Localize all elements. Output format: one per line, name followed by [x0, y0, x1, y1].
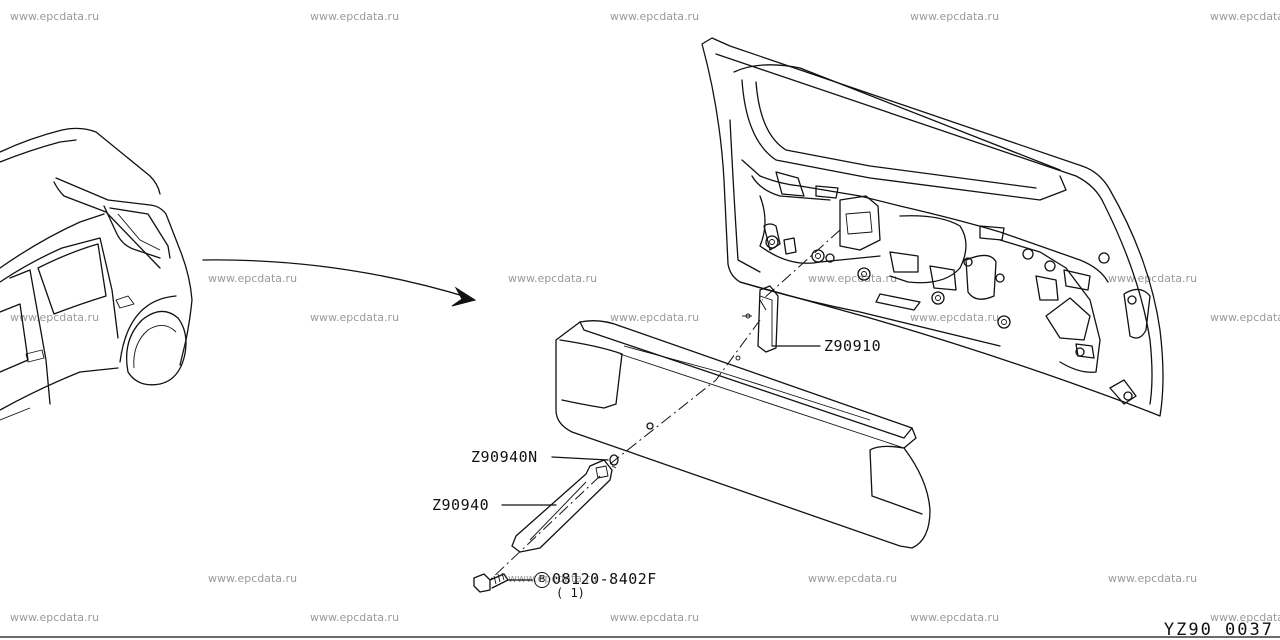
watermark: www.epcdata.ru: [808, 272, 898, 285]
trim-panel-bracket: [735, 285, 779, 361]
callout-z90940: Z90940: [432, 496, 490, 514]
callout-bolt-part-number: 08120-8402F: [552, 570, 657, 588]
watermark: www.epcdata.ru: [1108, 272, 1198, 285]
callout-z90940n: Z90940N: [471, 448, 538, 466]
watermark: www.epcdata.ru: [208, 272, 298, 285]
vehicle-locator-illustration: [0, 127, 193, 421]
finisher-retainer-clip: [609, 454, 619, 469]
alignment-line: [759, 299, 767, 311]
watermark: www.epcdata.ru: [910, 311, 1000, 324]
watermark: www.epcdata.ru: [310, 611, 400, 624]
bolt-fastener: [473, 572, 509, 593]
watermark: www.epcdata.ru: [10, 311, 100, 324]
back-door-finisher: [555, 320, 931, 549]
drawing-id: YZ90 0037: [1163, 620, 1274, 640]
watermark: www.epcdata.ru: [910, 10, 1000, 23]
watermark: www.epcdata.ru: [610, 10, 700, 23]
watermark: www.epcdata.ru: [1210, 311, 1280, 324]
watermark: www.epcdata.ru: [808, 572, 898, 585]
watermark: www.epcdata.ru: [610, 311, 700, 324]
watermark: www.epcdata.ru: [10, 10, 100, 23]
bolt-quantity: ( 1): [556, 586, 585, 600]
back-door-panel: [701, 37, 1164, 417]
watermark: www.epcdata.ru: [1108, 572, 1198, 585]
watermark: www.epcdata.ru: [208, 572, 298, 585]
watermark: www.epcdata.ru: [10, 611, 100, 624]
watermark: www.epcdata.ru: [1210, 611, 1280, 624]
watermark: www.epcdata.ru: [508, 272, 598, 285]
watermark: www.epcdata.ru: [610, 611, 700, 624]
callout-z90910: Z90910: [824, 337, 882, 355]
alignment-line: [761, 229, 841, 301]
locator-arrow: [202, 259, 477, 307]
watermark: www.epcdata.ru: [508, 572, 598, 585]
bolt-symbol-circle: B: [534, 572, 550, 588]
watermark: www.epcdata.ru: [1210, 10, 1280, 23]
watermark: www.epcdata.ru: [310, 10, 400, 23]
watermark: www.epcdata.ru: [910, 611, 1000, 624]
alignment-line: [609, 319, 761, 465]
watermark: www.epcdata.ru: [310, 311, 400, 324]
pull-handle-strap: [511, 459, 613, 553]
leader-line: [551, 456, 609, 461]
alignment-line: [489, 475, 601, 581]
